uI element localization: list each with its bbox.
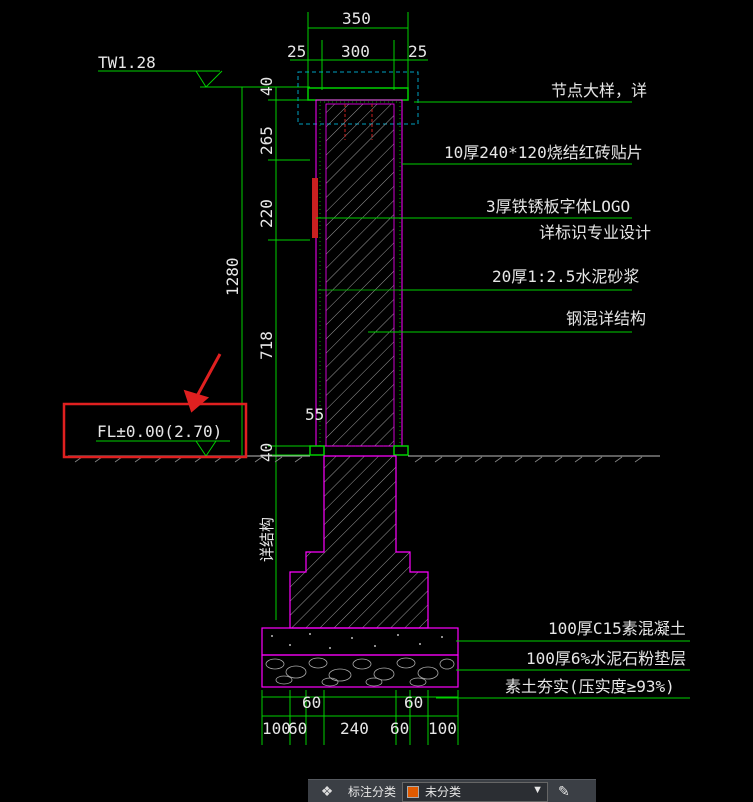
callout-9: 素土夯实(压实度≥93%)	[505, 677, 675, 696]
fl-label: FL±0.00(2.70)	[97, 422, 222, 441]
dim-top-total: 350	[342, 9, 371, 28]
category-value: 未分类	[425, 785, 462, 799]
foundation-note: 详结构	[258, 517, 276, 562]
tw-label: TW1.28	[98, 53, 156, 72]
dim-b60-left: 60	[302, 693, 321, 712]
callout-5: 20厚1:2.5水泥砂浆	[492, 267, 639, 286]
edit-icon[interactable]: ✎	[558, 783, 570, 799]
color-swatch	[407, 785, 420, 798]
dim-top-right: 25	[408, 42, 427, 61]
callout-6: 钢混详结构	[566, 309, 646, 328]
dim-b60-b: 60	[390, 719, 409, 738]
callout-7: 100厚C15素混凝土	[548, 619, 686, 638]
callout-leaders	[316, 101, 690, 699]
highlight-box	[62, 402, 248, 459]
dim-cap: 40	[257, 77, 276, 96]
tw-marker	[98, 70, 310, 88]
dim-base: 40	[257, 443, 276, 462]
layers-icon[interactable]: ❖	[320, 783, 334, 799]
dim-total: 1280	[223, 257, 242, 296]
gravel-layer	[261, 654, 459, 688]
bottom-dimensions	[261, 690, 459, 745]
callout-2: 10厚240*120烧结红砖贴片	[444, 143, 643, 162]
left-dimensions	[235, 86, 310, 620]
fl-marker	[96, 440, 230, 457]
callout-3: 3厚铁锈板字体LOGO	[486, 197, 630, 216]
dim-b60-a: 60	[288, 719, 307, 738]
highlight-arrow	[183, 353, 222, 413]
chevron-down-icon: ▼	[532, 783, 544, 796]
toolbar-label: 标注分类	[348, 785, 397, 799]
dim-b60-right: 60	[404, 693, 423, 712]
dim-gap: 55	[305, 405, 324, 424]
callout-4: 详标识专业设计	[539, 223, 651, 242]
callout-8: 100厚6%水泥石粉垫层	[526, 649, 686, 668]
logo-plate	[312, 178, 318, 238]
callout-1: 节点大样，详	[551, 81, 647, 100]
dim-b100-right: 100	[428, 719, 457, 738]
c15-concrete	[261, 627, 459, 656]
dim-seg3: 718	[257, 331, 276, 360]
dim-seg1: 265	[257, 126, 276, 155]
top-dimensions	[290, 12, 428, 90]
cap-stone	[307, 87, 409, 101]
concrete-core-hatch	[326, 104, 394, 446]
gravel-stones	[265, 657, 455, 687]
footing	[289, 455, 429, 629]
annotation-toolbar: ❖ 标注分类 未分类 ▼ ✎	[308, 779, 596, 802]
dim-top-left: 25	[287, 42, 306, 61]
concrete-core	[325, 103, 395, 447]
dim-b100-left: 100	[262, 719, 291, 738]
dim-top-mid: 300	[341, 42, 370, 61]
c15-dots	[271, 633, 443, 649]
dim-b240: 240	[340, 719, 369, 738]
dim-seg2: 220	[257, 199, 276, 228]
category-select[interactable]: 未分类 ▼	[402, 781, 549, 802]
